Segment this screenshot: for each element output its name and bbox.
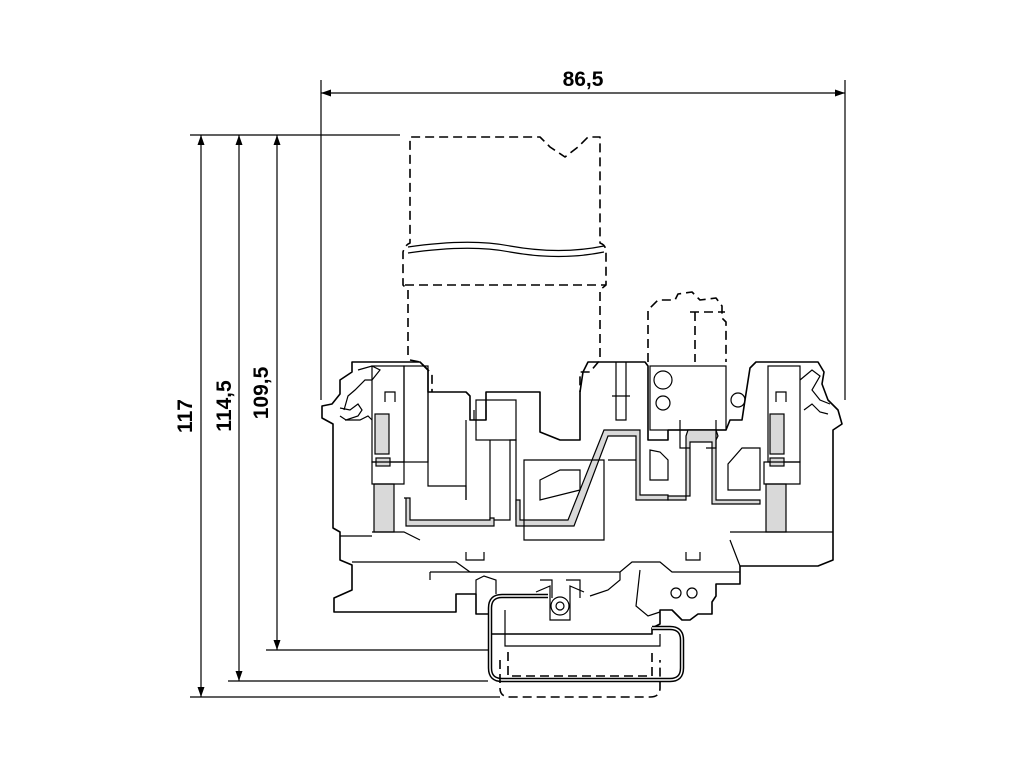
test-socket-hole-3 (730, 392, 746, 408)
right-contact-top (769, 413, 785, 455)
test-plug-outline (647, 291, 727, 362)
test-socket (649, 365, 727, 431)
height-dimensions: 117 114,5 109,5 (174, 134, 500, 698)
height-114-label: 114,5 (213, 380, 236, 432)
left-slot-2 (403, 365, 429, 463)
latch-hole-inner (555, 601, 565, 611)
test-socket-hole-2 (655, 395, 671, 411)
foot-hole-2 (686, 587, 698, 599)
left-contact-bottom (373, 483, 395, 533)
latch-hole (550, 596, 570, 616)
plug-outline (402, 136, 607, 392)
din-rail (487, 593, 685, 698)
test-socket-hole-1 (653, 370, 673, 390)
center-plug-slot (475, 399, 517, 441)
height-117-label: 117 (174, 399, 197, 433)
left-contact-top (374, 413, 390, 455)
height-109-label: 109,5 (250, 366, 273, 419)
terminal-housing (321, 361, 843, 635)
width-label: 86,5 (563, 68, 604, 91)
right-contact-bottom (765, 483, 787, 533)
foot-hole-1 (670, 587, 682, 599)
width-dimension: 86,5 (320, 68, 846, 400)
